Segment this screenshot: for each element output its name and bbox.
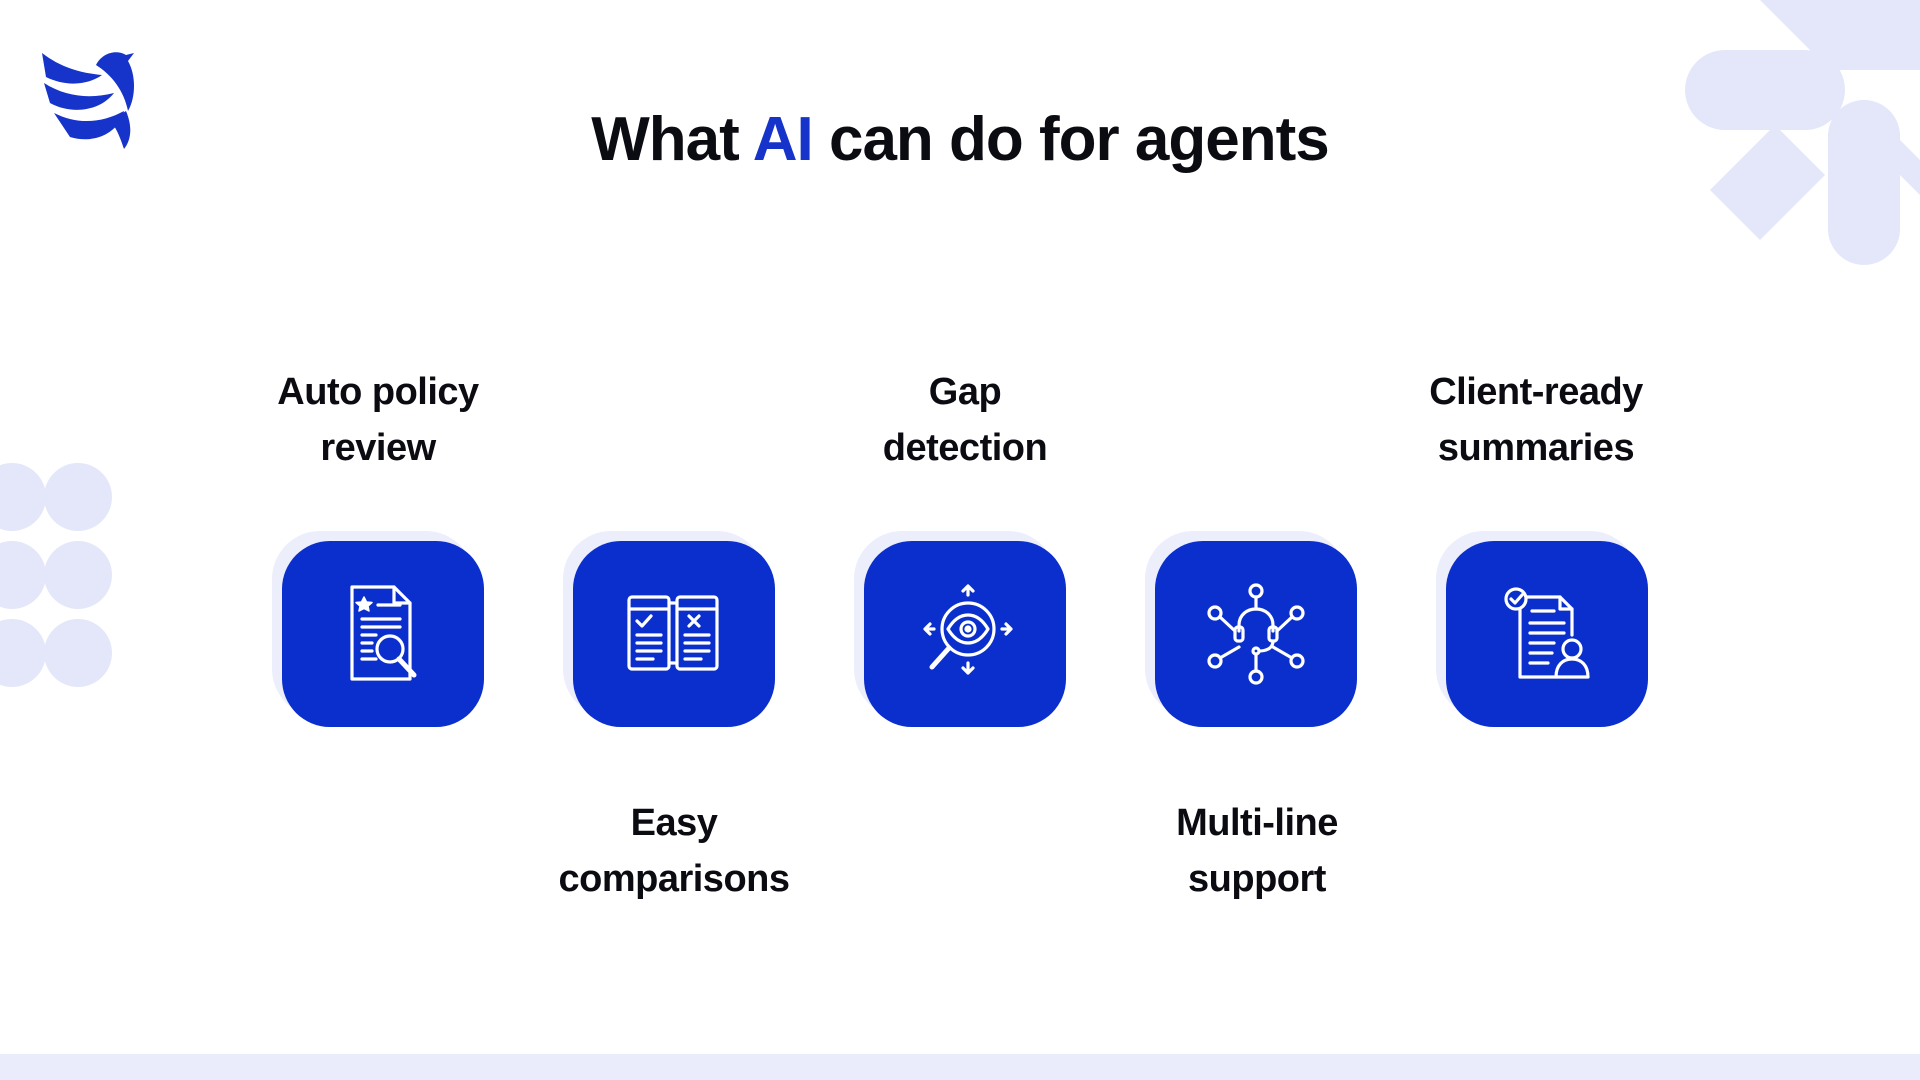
feature-tile-auto-policy-review	[272, 531, 494, 737]
feature-label-auto-policy-review: Auto policy review	[228, 364, 528, 476]
feature-tile-client-ready-summaries	[1436, 531, 1658, 737]
clipboard-user-icon	[1504, 587, 1590, 679]
footer-band	[0, 1054, 1920, 1080]
title-prefix: What	[591, 105, 753, 174]
feature-tile-gap-detection	[854, 531, 1076, 737]
decorative-dots	[0, 463, 112, 687]
feature-label-line: Multi-line	[1176, 802, 1338, 844]
feature-label-line: support	[1188, 858, 1326, 900]
feature-label-client-ready-summaries: Client-ready summaries	[1386, 364, 1686, 476]
feature-label-easy-comparisons: Easy comparisons	[524, 795, 824, 907]
compare-documents-icon	[627, 595, 719, 671]
brand-logo-icon	[42, 52, 134, 149]
decorative-shape	[1685, 0, 1920, 265]
feature-label-line: review	[320, 427, 436, 469]
headset-network-icon	[1207, 583, 1305, 685]
feature-tile-easy-comparisons	[563, 531, 785, 737]
title-suffix: can do for agents	[812, 105, 1330, 174]
feature-label-gap-detection: Gap detection	[815, 364, 1115, 476]
feature-tile-multi-line-support	[1145, 531, 1367, 737]
title-accent: AI	[752, 105, 814, 174]
feature-label-line: comparisons	[558, 858, 790, 900]
feature-label-line: Auto policy	[277, 371, 479, 413]
feature-label-line: Client-ready	[1429, 371, 1643, 413]
page-title: What AI can do for agents	[0, 100, 1920, 180]
feature-label-line: summaries	[1437, 427, 1635, 469]
feature-label-multi-line-support: Multi-line support	[1107, 795, 1407, 907]
feature-label-line: detection	[882, 427, 1048, 469]
eye-search-icon	[923, 584, 1013, 675]
feature-label-line: Easy	[630, 802, 718, 844]
feature-label-line: Gap	[928, 371, 1002, 413]
document-search-icon	[350, 585, 417, 681]
